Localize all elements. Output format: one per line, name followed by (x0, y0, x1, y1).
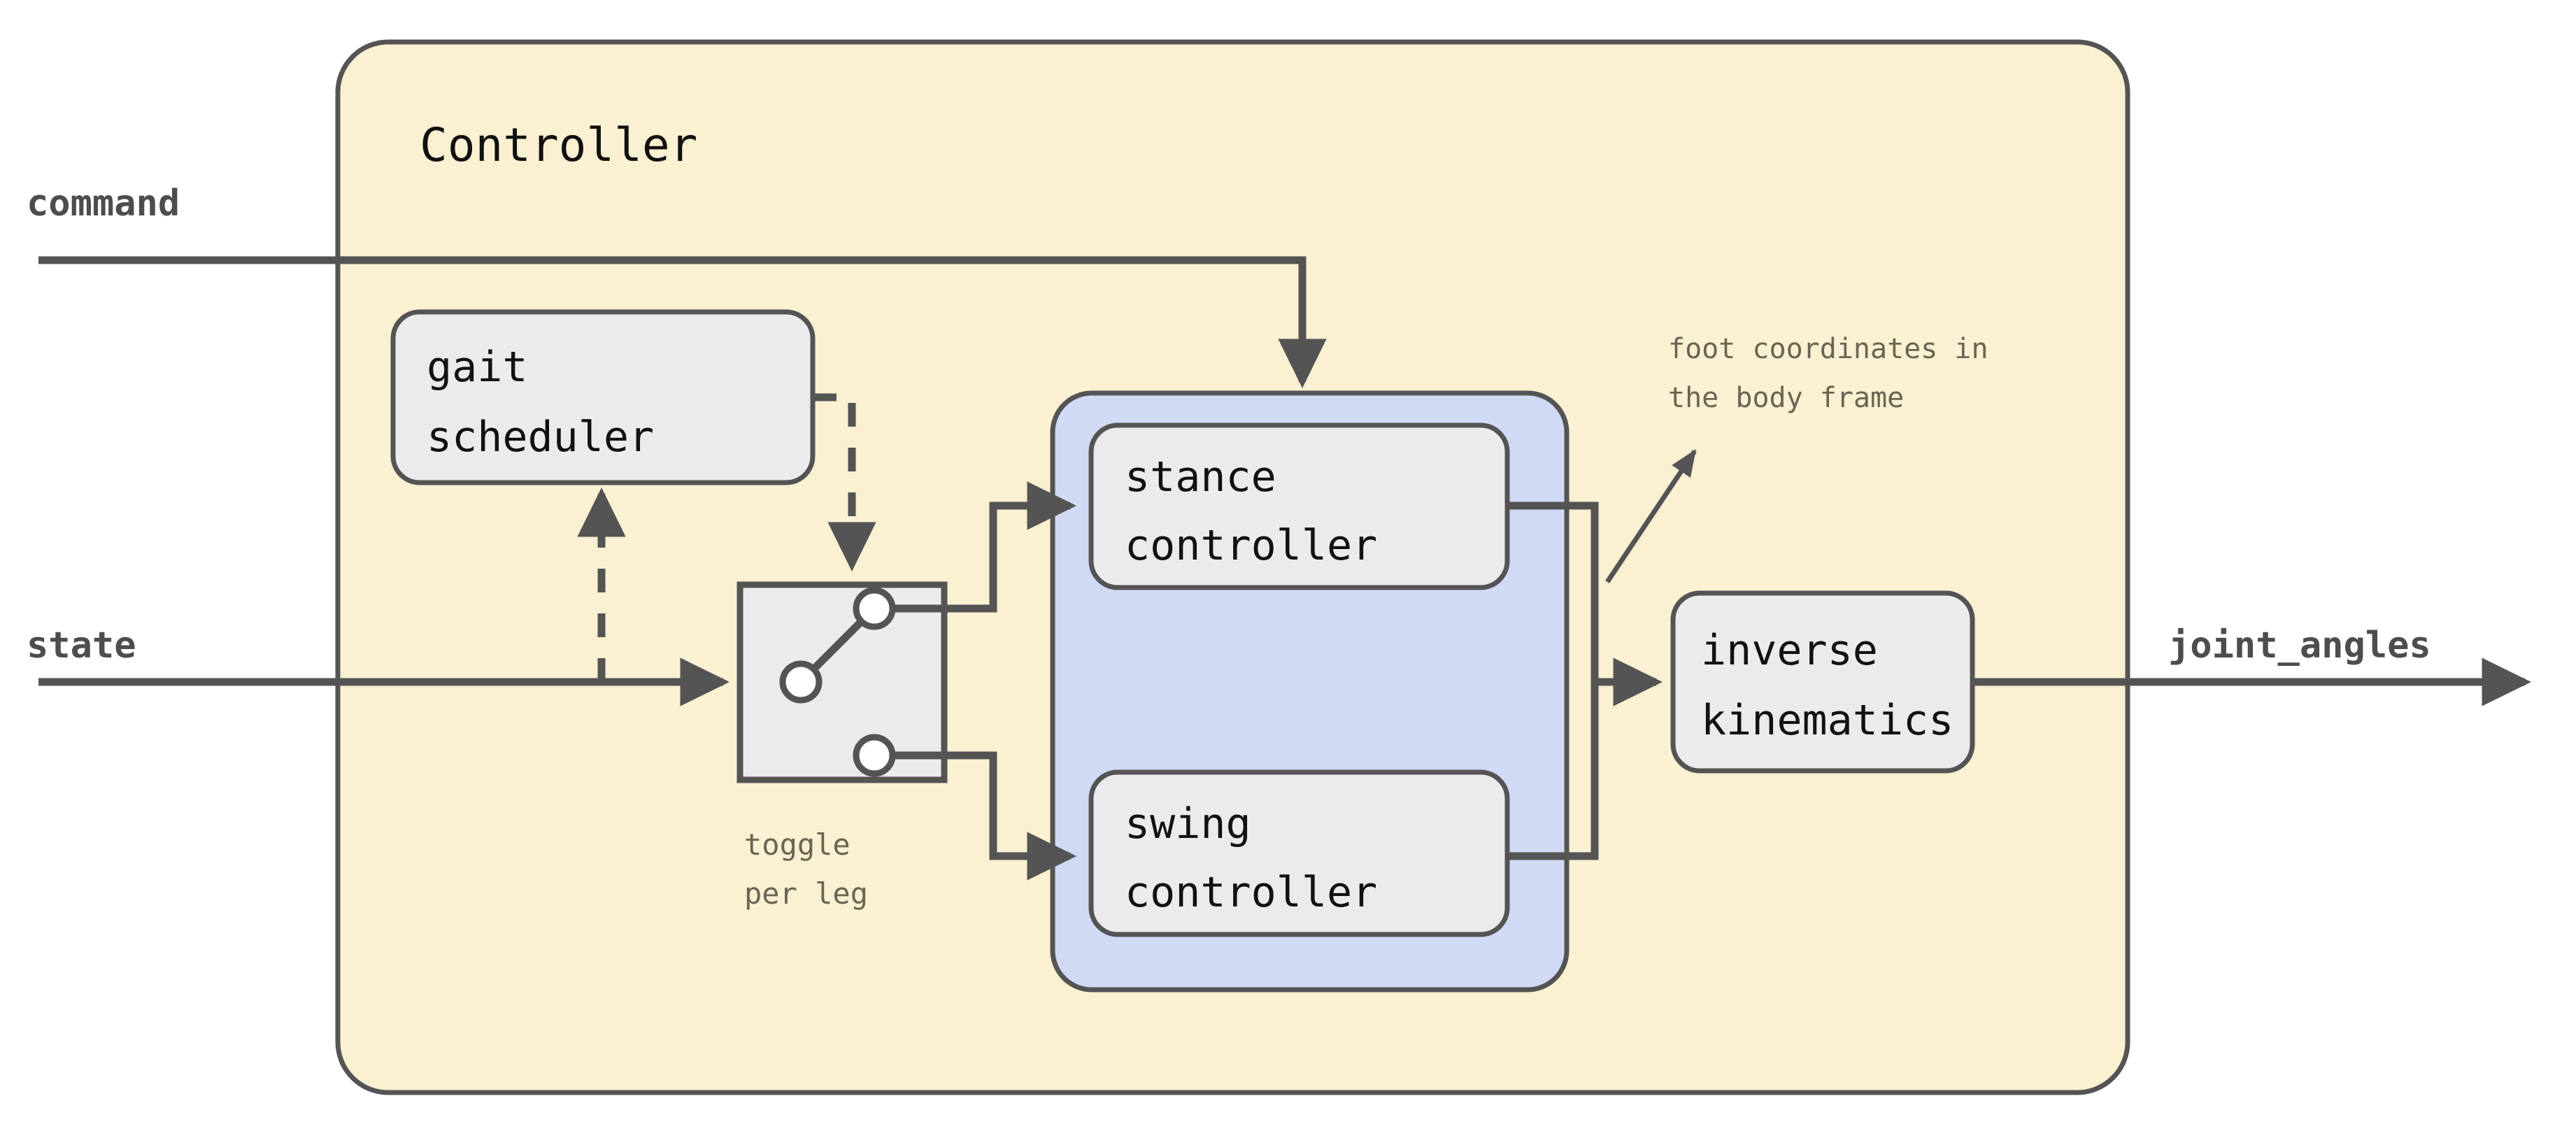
swing-controller-label-line2: controller (1125, 868, 1377, 917)
switch-to-swing-wire (892, 751, 1076, 881)
toggle-switch-pivot (779, 660, 823, 704)
toggle-caption-line2: per leg (744, 876, 868, 911)
state-input-label: state (27, 625, 136, 667)
gait-scheduler-label-line2: scheduler (427, 413, 654, 462)
swing-controller-label-line1: swing (1125, 799, 1251, 848)
foot-coordinates-note-line1: foot coordinates in (1668, 333, 1988, 365)
toggle-switch-pole-stance[interactable] (853, 587, 896, 630)
gait-scheduler-label-line1: gait (427, 343, 528, 392)
gait-scheduler-to-switch-dashed-wire (813, 393, 876, 571)
toggle-switch-box[interactable] (736, 581, 948, 783)
controller-title: Controller (420, 118, 697, 172)
swing-output-wire (1507, 682, 1599, 860)
stance-controller-label-line1: stance (1125, 453, 1276, 502)
foot-coordinates-note-line2: the body frame (1668, 382, 1904, 414)
command-input-label: command (27, 183, 180, 225)
inverse-kinematics-label-line2: kinematics (1701, 696, 1954, 745)
foot-coordinates-pointer-arrow (1605, 449, 1697, 583)
toggle-caption-line1: toggle (744, 827, 851, 862)
stance-output-wire (1507, 502, 1599, 682)
command-wire (38, 256, 1327, 388)
inverse-kinematics-label-line1: inverse (1701, 626, 1878, 675)
joint-angles-output-label: joint_angles (2168, 625, 2431, 667)
stance-controller-label-line2: controller (1125, 521, 1377, 570)
toggle-switch-pole-swing[interactable] (853, 734, 896, 777)
switch-to-stance-wire (892, 481, 1076, 613)
